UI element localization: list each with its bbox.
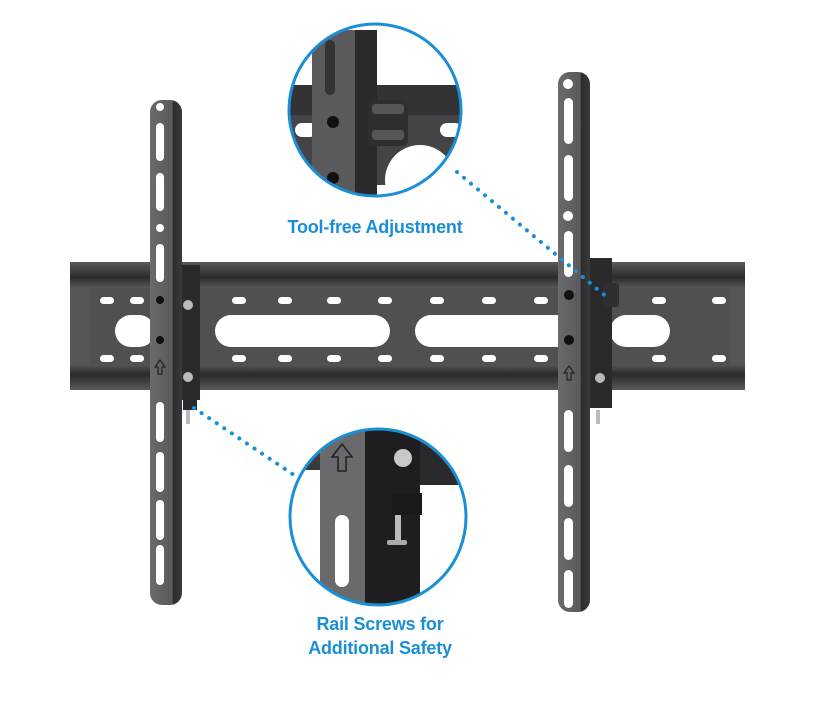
- closeup-rail-screws: [288, 427, 468, 607]
- callout-text: Tool-free Adjustment: [287, 217, 463, 237]
- right-vertical-arm: [558, 72, 619, 612]
- arrow-up-icon: [562, 364, 576, 381]
- tilt-knob: [603, 283, 619, 307]
- leader-line-bottom: [192, 406, 296, 477]
- callout-label-rail-screws: Rail Screws for Additional Safety: [260, 612, 500, 660]
- arrow-up-icon: [153, 358, 167, 375]
- callout-label-tool-free: Tool-free Adjustment: [270, 215, 480, 239]
- left-vertical-arm: [150, 100, 200, 605]
- leader-line-top: [455, 170, 610, 300]
- callout-text-line1: Rail Screws for: [316, 614, 444, 634]
- rail-screw: [186, 410, 190, 424]
- closeup-tool-free-adjustment: [287, 22, 463, 198]
- rail-screw: [596, 410, 600, 424]
- callout-text-line2: Additional Safety: [308, 638, 452, 658]
- arrow-up-icon: [330, 442, 354, 472]
